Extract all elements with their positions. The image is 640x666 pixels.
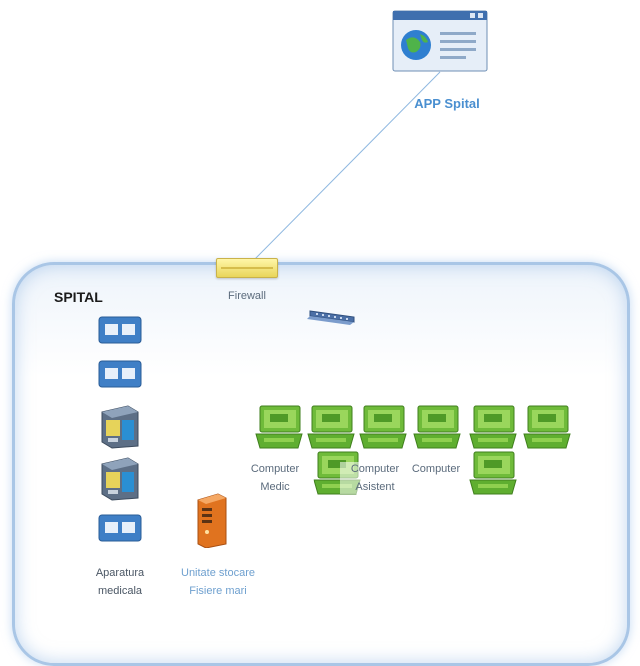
- zone-title: SPITAL: [54, 289, 103, 305]
- computer-icon: [412, 404, 462, 450]
- computer-asistent-line2: Asistent: [355, 481, 395, 493]
- medical-label-line2: medicala: [97, 585, 143, 597]
- computer-icon: [306, 404, 356, 450]
- computer-medic-line1: Computer: [250, 463, 300, 475]
- storage-label-line2: Fisiere mari: [189, 585, 247, 597]
- computer-icon: [522, 404, 572, 450]
- computer-third-label: Computer: [406, 462, 466, 476]
- network-switch-icon: [306, 310, 358, 326]
- computer-icon: [468, 450, 518, 496]
- computer-icon: [254, 404, 304, 450]
- medical-devices-label: Aparatura medicala: [80, 566, 160, 598]
- computer-asistent-line1: Computer: [350, 463, 400, 475]
- medical-device-icon: [98, 360, 142, 388]
- medical-device-icon: [98, 514, 142, 542]
- computer-medic-label: Computer Medic: [236, 462, 314, 494]
- app-label: APP Spital: [414, 96, 480, 111]
- computer-icon: [358, 404, 408, 450]
- computer-medic-line2: Medic: [260, 481, 290, 493]
- computer-asistent-label: Computer Asistent: [340, 462, 410, 494]
- medical-device-icon: [98, 402, 140, 450]
- firewall-label: Firewall: [228, 290, 266, 302]
- server-tower-icon: [196, 492, 228, 549]
- computer-icon: [468, 404, 518, 450]
- app-window-icon: [392, 10, 488, 72]
- medical-device-icon: [98, 454, 140, 502]
- medical-device-icon: [98, 316, 142, 344]
- medical-label-line1: Aparatura: [95, 567, 145, 579]
- storage-label: Unitate stocare Fisiere mari: [160, 566, 276, 598]
- firewall-icon: [216, 258, 278, 278]
- storage-label-line1: Unitate stocare: [181, 567, 255, 579]
